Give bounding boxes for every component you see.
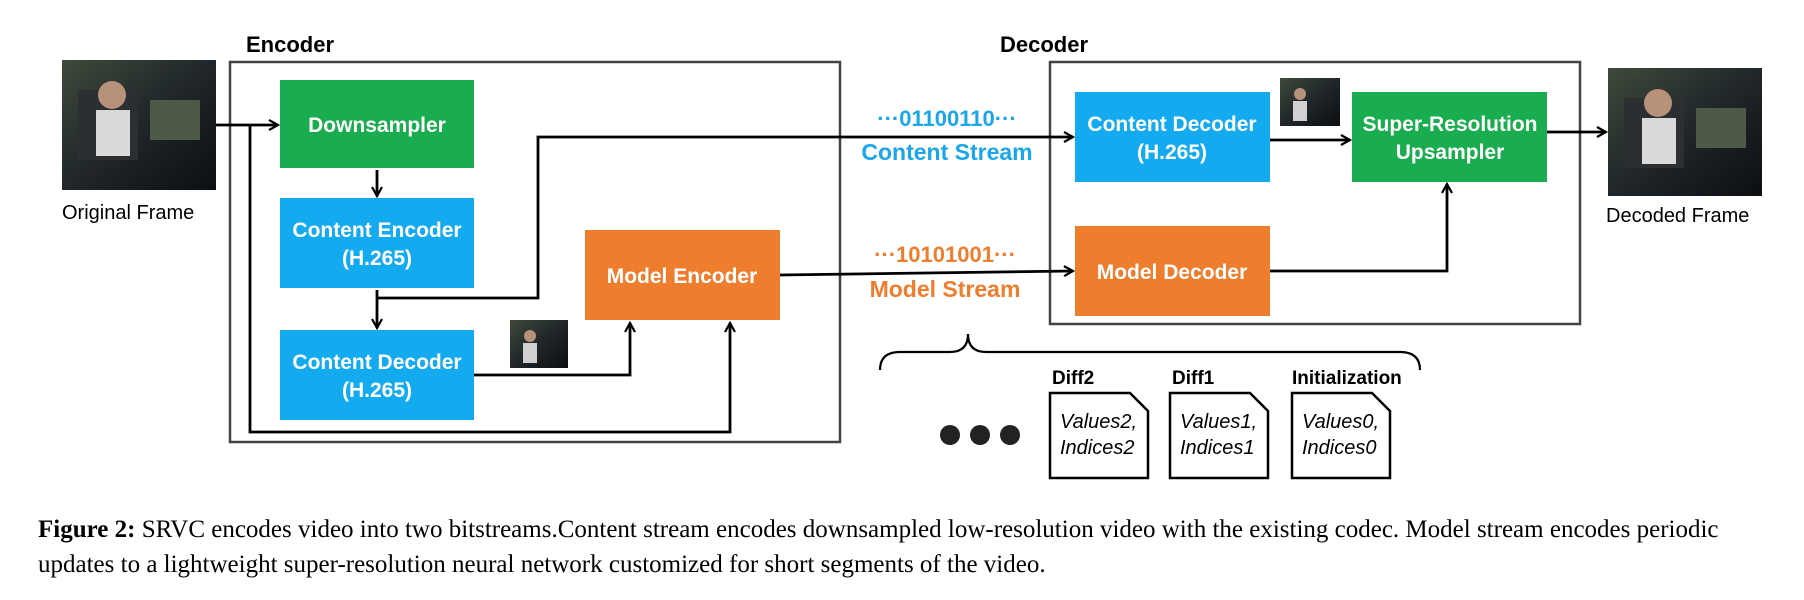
figure-caption: Figure 2: SRVC encodes video into two bi… [38, 512, 1778, 582]
sr-upsampler-box [1352, 92, 1547, 182]
figure-caption-text: SRVC encodes video into two bitstreams.C… [38, 516, 1719, 578]
arrow-original-to-model-encoder [248, 125, 730, 434]
figure-caption-label: Figure 2: [38, 516, 136, 543]
content-encoder-label-line2: (H.265) [342, 247, 412, 270]
encoder-content-decoder-box [280, 330, 474, 420]
content-stream-bits: ···01100110··· [877, 106, 1016, 131]
model-stream-label: Model Stream [870, 276, 1021, 302]
arrow-model-stream [779, 271, 1073, 275]
update-initialization-line2: Indices0 [1302, 437, 1377, 459]
ellipsis-dots [940, 425, 1020, 445]
arrow-content-stream [377, 137, 1073, 300]
update-diff2: Diff2 Values2, Indices2 [1048, 368, 1150, 480]
connectors [216, 125, 1606, 434]
encoder-boundary [228, 60, 842, 444]
update-diff1-line1: Values1, [1180, 411, 1257, 433]
content-stream-label: Content Stream [861, 139, 1032, 165]
encoder-content-decoder-label-line1: Content Decoder [292, 351, 461, 374]
update-diff1-line2: Indices1 [1180, 437, 1255, 459]
decoder-content-decoder-box [1075, 92, 1270, 182]
decoder-content-decoder-label-line2: (H.265) [1137, 141, 1207, 164]
original-frame-label: Original Frame [62, 202, 194, 224]
update-initialization-line1: Values0, [1302, 411, 1379, 433]
arrow-model-decoder-to-sr [1270, 184, 1447, 273]
decoder-content-decoder-label-line1: Content Decoder [1087, 113, 1256, 136]
model-encoder-label: Model Encoder [607, 265, 758, 288]
sr-upsampler-label-line1: Super-Resolution [1362, 113, 1537, 136]
update-diff1-title: Diff1 [1172, 368, 1215, 389]
srvc-architecture-diagram: Encoder Decoder Original Frame Decoded F… [62, 32, 1762, 480]
update-diff2-title: Diff2 [1052, 368, 1094, 389]
decoded-frame-image [1608, 68, 1762, 196]
content-encoder-label-line1: Content Encoder [292, 219, 461, 242]
decoded-frame-label: Decoded Frame [1606, 205, 1749, 227]
model-decoder-label: Model Decoder [1097, 261, 1248, 284]
arrow-encoder-decoder-to-model-encoder [474, 323, 630, 377]
decoded-lowres-thumbnail-encoder [510, 320, 568, 368]
update-diff2-line1: Values2, [1060, 411, 1137, 433]
encoder-content-decoder-label-line2: (H.265) [342, 379, 412, 402]
content-encoder-box [280, 198, 474, 288]
model-stream-bits: ···10101001··· [874, 242, 1016, 267]
downsampler-box [280, 80, 474, 168]
decoder-boundary [1048, 60, 1582, 326]
update-initialization-title: Initialization [1292, 368, 1402, 389]
update-diff1: Diff1 Values1, Indices1 [1168, 368, 1270, 480]
decoder-title: Decoder [1000, 32, 1088, 57]
original-frame-image [62, 60, 216, 190]
update-diff2-line2: Indices2 [1060, 437, 1135, 459]
update-initialization: Initialization Values0, Indices0 [1290, 368, 1402, 480]
model-stream-brace [878, 333, 1422, 371]
sr-upsampler-label-line2: Upsampler [1396, 141, 1505, 164]
model-decoder-box [1075, 226, 1270, 316]
model-encoder-box [585, 230, 780, 320]
encoder-title: Encoder [246, 32, 334, 57]
decoded-lowres-thumbnail-decoder [1280, 78, 1340, 126]
downsampler-label: Downsampler [308, 114, 446, 137]
